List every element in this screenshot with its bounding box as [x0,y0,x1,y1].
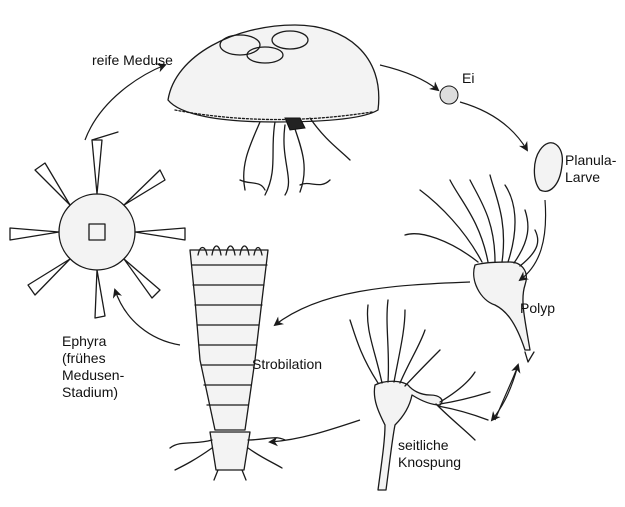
label-ephyra-line3: Medusen- [62,367,125,383]
arrow-bud-to-polyp [494,363,521,421]
arrow-planula-to-polyp [518,199,547,282]
budding-polyp-drawing [349,299,491,491]
label-adult-medusa: reife Meduse [92,52,173,68]
label-planula-line1: Planula- [565,152,617,168]
label-planula-line2: Larve [565,169,601,185]
label-budding-line2: Knospung [398,454,462,470]
arrow-polyp-to-bud [490,364,519,422]
arrow-bud-to-strobila [268,419,361,447]
label-ephyra-line4: Stadium) [62,384,119,400]
label-ephyra-line2: (frühes [62,350,106,366]
planula-drawing [533,142,563,192]
arrow-strobila-to-ephyra [112,288,181,346]
ephyra-drawing [9,131,186,319]
label-egg: Ei [462,70,475,86]
arrow-ephyra-to-medusa [84,63,167,141]
egg-drawing [439,85,459,105]
label-polyp: Polyp [520,300,556,316]
strobila-drawing [169,245,286,481]
label-strobilation: Strobilation [252,356,323,372]
arrow-medusa-to-egg [379,64,440,92]
label-budding-line1: seitliche [398,437,449,453]
adult-medusa-drawing [167,24,380,196]
polyp-drawing [404,174,539,363]
arrow-polyp-to-strobila [273,281,471,327]
arrow-egg-to-planula [459,101,528,152]
label-ephyra-line1: Ephyra [62,333,107,349]
